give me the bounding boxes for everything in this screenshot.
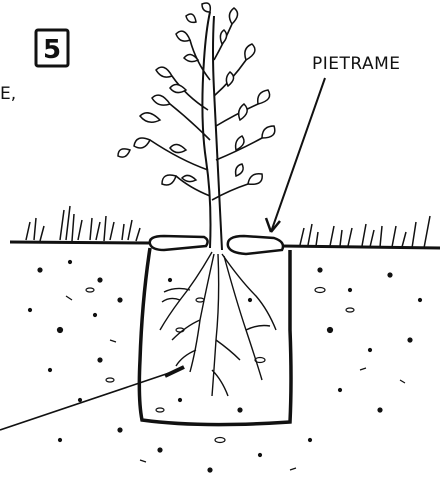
stones-label: PIETRAME [312,54,401,74]
tree-roots [160,252,276,396]
left-partial-text: E, [0,84,16,104]
grass-right [300,216,430,248]
stone-layer [150,236,283,254]
step-badge: 5 [36,30,68,66]
tree-trunk [202,12,222,250]
grass-left [26,206,140,241]
planting-hole [139,248,291,425]
tree-leaves [118,3,275,185]
ground-line [10,242,440,248]
step-number: 5 [43,35,61,65]
stones-leader-arrow [266,78,325,232]
soil-speckles [29,261,422,473]
